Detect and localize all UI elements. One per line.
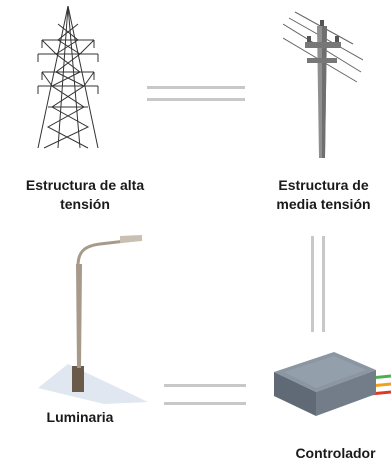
connector-luminaire-controller [164, 380, 246, 410]
high-voltage-label: Estructura de alta tensión [5, 176, 165, 214]
transmission-tower-icon [28, 2, 108, 150]
controller-box-icon [270, 348, 391, 428]
connector-hv-mv [147, 84, 245, 104]
street-light-icon [38, 234, 148, 404]
high-voltage-label-line2: tensión [60, 196, 110, 212]
controller-label-text: Controlador [295, 445, 376, 461]
medium-voltage-label-line1: Estructura de [278, 177, 369, 193]
utility-pole-icon [283, 8, 363, 158]
high-voltage-label-line1: Estructura de alta [25, 177, 145, 193]
controller-label: Controlador [280, 444, 391, 463]
connector-mv-controller [308, 236, 328, 332]
medium-voltage-label: Estructura de media tensión [256, 176, 391, 214]
luminaire-label: Luminaria [20, 408, 140, 427]
medium-voltage-label-line2: media tensión [276, 196, 371, 212]
luminaire-label-text: Luminaria [46, 409, 114, 425]
